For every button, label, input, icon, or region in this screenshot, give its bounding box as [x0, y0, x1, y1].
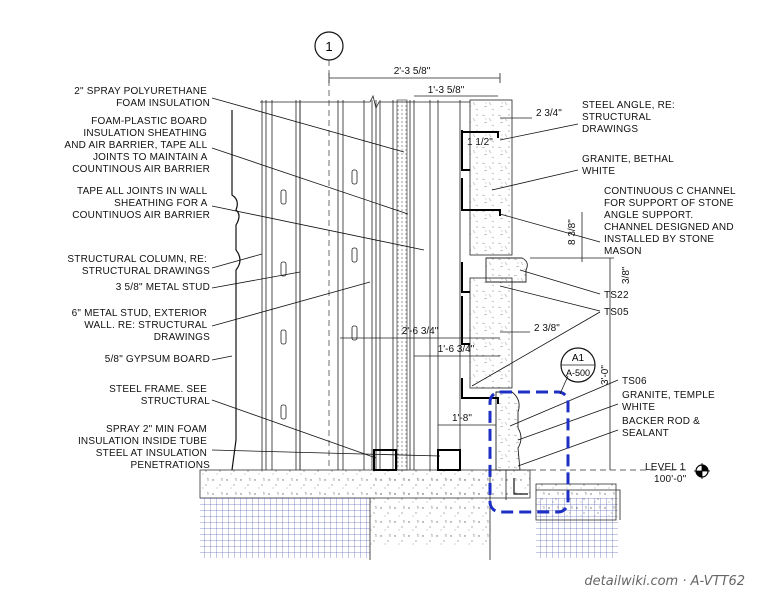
grid-bubble-label: 1	[325, 39, 332, 54]
detail-callout[interactable]: A1 A-500	[488, 347, 596, 514]
right-notes: STEEL ANGLE, RE: STRUCTURAL DRAWINGS GRA…	[471, 100, 738, 467]
note-c-channel: CONTINUOUS C CHANNEL FOR SUPPORT OF STON…	[604, 186, 738, 257]
interior-wall	[231, 94, 470, 471]
level-name: LEVEL 1	[645, 462, 686, 473]
note-granite-temple: GRANITE, TEMPLE WHITE	[622, 390, 718, 413]
dim-overall-mid: 2'-6 3/4"	[402, 326, 439, 337]
foundation	[199, 469, 621, 560]
note-tape-joints: TAPE ALL JOINTS IN WALL SHEATHING FOR A …	[72, 186, 210, 221]
note-backer-rod: BACKER ROD & SEALANT	[622, 416, 703, 439]
dim-channel-spacing: 8 3/8"	[567, 219, 578, 245]
left-notes: 2" SPRAY POLYURETHANE FOAM INSULATION FO…	[64, 86, 441, 471]
callout-number: A1	[572, 353, 585, 364]
note-metal-stud-6: 6" METAL STUD, EXTERIOR WALL. RE: STRUCT…	[72, 308, 211, 343]
dim-cavity-low: 1'-8"	[452, 413, 472, 424]
note-steel-frame: STEEL FRAME. SEE STRUCTURAL	[109, 384, 210, 407]
dim-overall-top: 2'-3 5/8"	[394, 66, 431, 77]
tag-ts22: TS22	[604, 290, 629, 301]
note-spray-foam: 2" SPRAY POLYURETHANE FOAM INSULATION	[74, 86, 210, 109]
dim-angle-top: 2 3/4"	[536, 108, 562, 119]
dim-small-3-8: 3/8"	[621, 266, 632, 284]
note-steel-angle: STEEL ANGLE, RE: STRUCTURAL DRAWINGS	[582, 100, 678, 135]
tag-ts06: TS06	[622, 376, 647, 387]
dim-base-height: 3'-0"	[600, 365, 611, 385]
note-granite-bethal: GRANITE, BETHAL WHITE	[582, 154, 677, 177]
note-spray-tube: SPRAY 2" MIN FOAM INSULATION INSIDE TUBE…	[78, 424, 210, 471]
grid-bubble: 1	[314, 31, 344, 470]
note-structural-column: STRUCTURAL COLUMN, RE: STRUCTURAL DRAWIN…	[67, 254, 210, 277]
tag-ts05: TS05	[604, 307, 629, 318]
note-foam-board: FOAM-PLASTIC BOARD INSULATION SHEATHING …	[64, 116, 210, 175]
dim-angle-mid: 2 3/8"	[534, 323, 560, 334]
dim-cavity-mid: 1'-6 3/4"	[438, 344, 475, 355]
stone-cladding	[461, 99, 528, 500]
note-metal-stud-358: 3 5/8" METAL STUD	[116, 282, 210, 293]
callout-sheet: A-500	[566, 368, 590, 378]
dim-cavity-top: 1'-3 5/8"	[428, 85, 465, 96]
dimensions: 2'-3 5/8" 1'-3 5/8" 2 3/4" 1 1/2" 8 3/8"…	[328, 66, 632, 470]
level-marker: LEVEL 1 100'-0"	[490, 462, 710, 485]
watermark: detailwiki.com · A-VTT62	[584, 574, 745, 589]
dim-angle-gap: 1 1/2"	[467, 137, 493, 148]
note-gypsum-board: 5/8" GYPSUM BOARD	[105, 354, 210, 365]
level-elevation: 100'-0"	[654, 474, 687, 485]
